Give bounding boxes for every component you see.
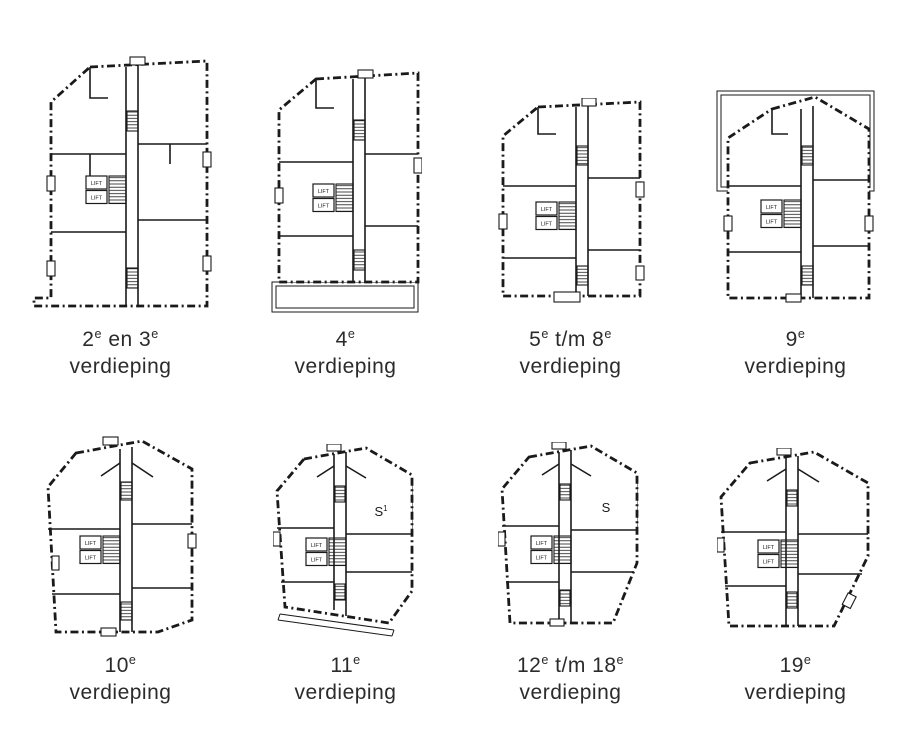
floorplan-drawing-2-3 [32, 56, 212, 308]
floorplan-5-8: 5e t/m 8e verdieping [458, 10, 683, 382]
plan-outline [277, 71, 419, 284]
floor-word: verdieping [294, 681, 397, 705]
plan-walls [50, 65, 207, 306]
floorplan-2-3: 2e en 3e verdieping [8, 10, 233, 382]
plan-walls [502, 105, 640, 296]
stairs-icon [333, 485, 346, 503]
plan-outline [500, 444, 638, 625]
floor-number: 2e en 3e [82, 327, 159, 351]
plan-caption-10: 10e verdieping [70, 652, 172, 708]
floor-word: verdieping [519, 681, 622, 705]
floor-word: verdieping [519, 355, 622, 379]
stairs-icon [352, 119, 366, 141]
plan-caption-4: 4e verdieping [295, 326, 397, 382]
stairs-icon [800, 265, 814, 286]
floorplan-19: 19e verdieping [683, 382, 908, 708]
floor-number: 9e [785, 327, 806, 351]
window-tabs [716, 448, 857, 610]
plan-outline [501, 100, 641, 298]
stairs-icon [558, 483, 571, 501]
floor-number: 12e t/m 18e [516, 653, 625, 677]
floor-number: 5e t/m 8e [529, 327, 612, 351]
floorplan-drawing-4 [271, 69, 422, 313]
window-tabs [722, 215, 874, 303]
plan-outline [719, 450, 869, 628]
floor-number: 4e [335, 327, 356, 351]
stairs-icon [785, 489, 798, 507]
balcony-outline [277, 613, 394, 637]
floorplan-drawing-9 [716, 90, 874, 303]
floor-word: verdieping [69, 681, 172, 705]
plan-walls [278, 77, 418, 282]
plan-outline [726, 95, 870, 300]
stairs-icon [785, 591, 798, 609]
stairs-icon [125, 267, 139, 289]
floor-number: 11e [330, 653, 361, 677]
floorplan-10: 10e verdieping [8, 382, 233, 708]
stairs-icon [558, 589, 571, 607]
stairs-icon [575, 265, 589, 286]
floor-word: verdieping [744, 681, 847, 705]
floor-number: 10e [104, 653, 137, 677]
plan-caption-9: 9e verdieping [745, 326, 847, 382]
balcony-outline [271, 281, 418, 313]
floorplan-4: 4e verdieping [233, 10, 458, 382]
stairs-icon [575, 145, 589, 166]
plan-walls [276, 452, 412, 616]
plan-caption-11: 11e verdieping [295, 652, 397, 708]
stairs-icon [800, 145, 814, 166]
plan-outline [275, 446, 413, 625]
window-tabs [50, 436, 197, 637]
plan-caption-12-18: 12e t/m 18e verdieping [517, 652, 624, 708]
stairs-icon [119, 481, 133, 501]
stairs-icon [352, 249, 366, 271]
shaded-area-label: S [601, 500, 610, 515]
floorplan-drawing-5-8 [497, 98, 645, 303]
window-tabs [45, 56, 212, 277]
floorplan-11: S1 11e verdieping [233, 382, 458, 708]
floorplan-drawing-12-18: S [497, 442, 638, 627]
window-tabs [497, 98, 645, 303]
floor-word: verdieping [744, 355, 847, 379]
floorplan-drawing-11: S1 [272, 444, 413, 637]
floorplan-drawing-19 [716, 448, 869, 628]
floor-word: verdieping [69, 355, 172, 379]
plan-caption-19: 19e verdieping [745, 652, 847, 708]
window-tabs [273, 69, 422, 204]
floorplan-drawing-10 [46, 436, 197, 637]
window-tabs [497, 442, 567, 627]
floorplan-12-18: S 12e t/m 18e verdieping [458, 382, 683, 708]
floor-number: 19e [779, 653, 812, 677]
stairs-icon [333, 583, 346, 601]
floor-word: verdieping [294, 355, 397, 379]
shaded-area-label: S1 [374, 504, 388, 519]
plan-caption-5-8: 5e t/m 8e verdieping [520, 326, 622, 382]
plan-caption-2-3: 2e en 3e verdieping [70, 326, 172, 382]
window-tabs [272, 444, 342, 547]
floorplan-9: 9e verdieping [683, 10, 908, 382]
stairs-icon [119, 601, 133, 621]
stairs-icon [125, 110, 139, 132]
